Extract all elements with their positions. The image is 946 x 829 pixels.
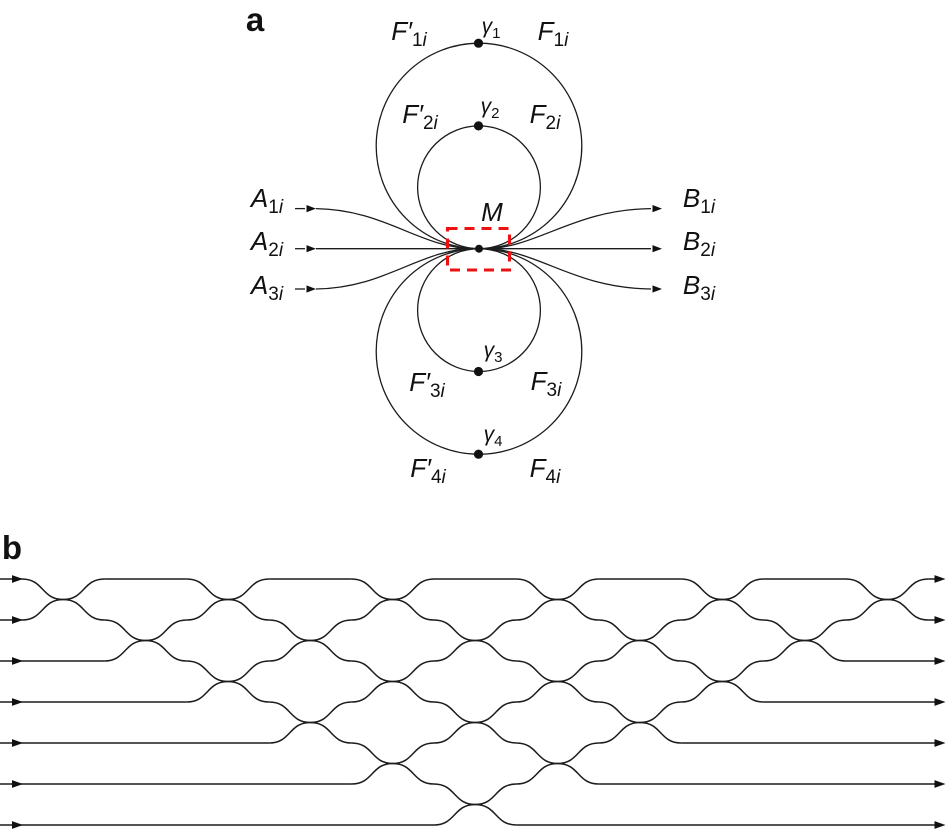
crossing-14-up xyxy=(516,660,599,703)
forward-coeff-label-3: F3i xyxy=(531,366,562,401)
gamma-dot-4 xyxy=(473,449,484,459)
input-mode-curves xyxy=(295,205,651,293)
mesh-output-arrowhead-2 xyxy=(934,616,946,624)
output-curve-1 xyxy=(482,207,652,250)
input-curve-3 xyxy=(315,248,476,290)
crossing-20-up xyxy=(763,619,847,662)
crossing-12-up xyxy=(433,783,517,826)
waveguide-crossing-mesh xyxy=(0,578,941,826)
crossing-4-up xyxy=(186,660,270,703)
crossing-5-up xyxy=(269,619,352,662)
panel-a-labels: γ1 F′1i F1i γ2 F′2i F2i γ3F′3i F3i γ4F′4i F4i A1iA… xyxy=(249,15,716,488)
crossing-18-up xyxy=(681,578,764,621)
input-arrowhead-2 xyxy=(306,245,316,253)
output-label-3: B3i xyxy=(683,270,716,305)
forward-coeff-label-2: F2i xyxy=(530,99,561,134)
output-arrowhead-1 xyxy=(652,205,662,213)
mesh-output-arrowhead-7 xyxy=(934,821,946,829)
crossing-2-up xyxy=(104,619,187,662)
crossing-13-up xyxy=(516,578,599,621)
crossing-8-up xyxy=(351,660,435,703)
mesh-input-arrowhead-5 xyxy=(12,739,23,747)
mesh-output-arrowhead-3 xyxy=(934,657,946,665)
mesh-input-arrowhead-2 xyxy=(12,616,23,624)
output-mode-curves xyxy=(482,205,662,293)
output-label-1: B1i xyxy=(683,183,716,218)
panel-a-letter: a xyxy=(246,1,265,38)
backward-coeff-label-1: F′1i xyxy=(391,16,427,51)
forward-coeff-label-4: F4i xyxy=(530,453,561,488)
crossing-6-up xyxy=(269,701,352,744)
mode-loop-4 xyxy=(375,248,583,455)
crossing-21-up xyxy=(845,578,929,621)
input-curve-1 xyxy=(315,207,476,250)
gamma-label-3: γ3 xyxy=(484,339,503,366)
gamma-label-4: γ4 xyxy=(484,423,503,450)
mesh-port-arrows xyxy=(12,575,946,829)
output-arrowhead-3 xyxy=(652,285,662,293)
mesh-input-arrowhead-4 xyxy=(12,698,23,706)
backward-coeff-label-3: F′3i xyxy=(409,367,445,402)
input-label-3: A3i xyxy=(249,270,284,305)
gamma-label-2: γ2 xyxy=(481,95,500,122)
input-label-2: A2i xyxy=(249,226,284,261)
output-curve-3 xyxy=(482,248,652,290)
crossing-11-up xyxy=(433,701,517,744)
backward-coeff-label-2: F′2i xyxy=(402,99,438,134)
output-arrowhead-2 xyxy=(652,245,662,253)
mode-loop-2 xyxy=(416,125,542,250)
crossing-16-up xyxy=(598,619,682,662)
mode-loop-3 xyxy=(416,248,542,373)
mesh-output-arrowhead-1 xyxy=(934,575,946,583)
mode-loop-1 xyxy=(375,42,583,250)
input-label-1: A1i xyxy=(249,183,284,218)
monitor-point-dot xyxy=(475,244,483,253)
crossing-19-up xyxy=(681,660,764,703)
mesh-output-arrowhead-5 xyxy=(934,739,946,747)
output-label-2: B2i xyxy=(683,226,716,261)
monitor-label: M xyxy=(481,197,503,227)
input-arrowhead-3 xyxy=(306,285,316,293)
backward-coeff-label-4: F′4i xyxy=(410,453,446,488)
crossing-15-up xyxy=(516,742,599,785)
crossing-1-up xyxy=(21,578,105,621)
mesh-output-arrowhead-6 xyxy=(934,780,946,788)
crossing-10-up xyxy=(433,619,517,662)
forward-coeff-label-1: F1i xyxy=(538,16,569,51)
gamma-dot-3 xyxy=(473,366,484,377)
input-arrowhead-1 xyxy=(306,205,316,213)
mesh-input-arrowhead-7 xyxy=(12,821,23,829)
mesh-input-arrowhead-1 xyxy=(12,575,23,583)
crossing-17-up xyxy=(598,701,682,744)
crossing-3-up xyxy=(186,578,270,621)
mesh-input-arrowhead-3 xyxy=(12,657,23,665)
gamma-label-1: γ1 xyxy=(482,15,501,42)
crossing-9-up xyxy=(351,742,435,785)
panel-b-letter: b xyxy=(2,529,22,566)
gamma-dot-1 xyxy=(473,38,484,48)
gamma-dot-2 xyxy=(473,121,484,131)
gamma-phase-dots xyxy=(473,38,484,459)
mesh-output-arrowhead-4 xyxy=(934,698,946,706)
mesh-input-arrowhead-6 xyxy=(12,780,23,788)
crossing-7-up xyxy=(351,578,435,621)
